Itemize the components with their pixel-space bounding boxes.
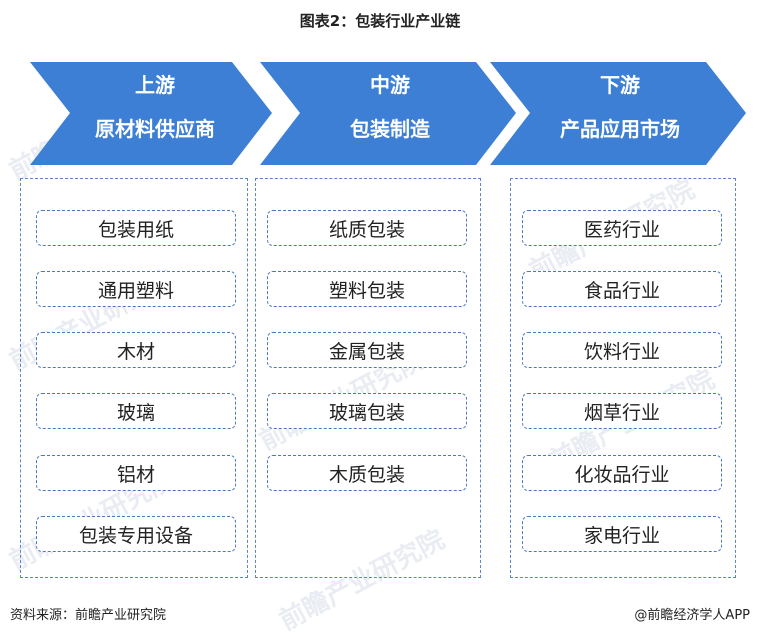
stage-header-midstream: 中游 包装制造 [300,72,480,142]
midstream-item: 金属包装 [267,332,467,368]
upstream-item: 铝材 [36,455,236,491]
upstream-item: 玻璃 [36,393,236,429]
stage-subheading: 原材料供应商 [95,117,215,141]
stage-header-upstream: 上游 原材料供应商 [70,72,240,142]
stage-arrow-midstream [260,62,516,165]
stage-heading: 下游 [600,73,640,97]
stage-arrow-downstream [490,62,746,165]
downstream-item: 家电行业 [522,516,722,552]
midstream-column [255,178,481,578]
downstream-item: 食品行业 [522,271,722,307]
source-note: 资料来源：前瞻产业研究院 [10,608,167,623]
midstream-item: 纸质包装 [267,210,467,246]
upstream-item: 通用塑料 [36,271,236,307]
upstream-item: 包装用纸 [36,210,236,246]
downstream-item: 化妆品行业 [522,455,722,491]
stage-subheading: 产品应用市场 [560,117,680,141]
midstream-item: 玻璃包装 [267,393,467,429]
downstream-item: 医药行业 [522,210,722,246]
stage-heading: 上游 [135,73,175,97]
upstream-column [20,178,248,578]
stage-arrow-upstream [30,62,272,165]
brand-note: @前瞻经济学人APP [634,608,750,623]
stage-heading: 中游 [370,73,410,97]
downstream-item: 饮料行业 [522,332,722,368]
upstream-item: 木材 [36,332,236,368]
stage-subheading: 包装制造 [350,117,430,141]
downstream-item: 烟草行业 [522,393,722,429]
upstream-item: 包装专用设备 [36,516,236,552]
downstream-column [510,178,736,578]
midstream-item: 塑料包装 [267,271,467,307]
midstream-item: 木质包装 [267,455,467,491]
stage-header-downstream: 下游 产品应用市场 [530,72,710,142]
stage-arrows [30,62,746,165]
chart-title: 图表2：包装行业产业链 [299,12,461,30]
